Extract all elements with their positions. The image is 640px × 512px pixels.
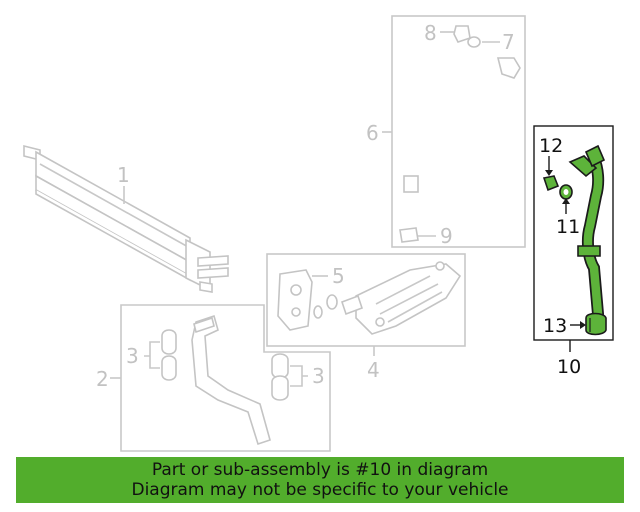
- callout-3a: 3: [126, 344, 139, 368]
- callout-6: 6: [366, 121, 379, 145]
- callout-5: 5: [332, 264, 345, 288]
- callout-11: 11: [556, 216, 580, 238]
- callout-8: 8: [424, 21, 437, 45]
- callout-13: 13: [543, 315, 567, 337]
- arrow-12: [545, 170, 553, 176]
- part-6-tube[interactable]: [403, 57, 521, 222]
- part-7-seal[interactable]: [467, 36, 481, 48]
- part-4-housing[interactable]: [340, 261, 462, 335]
- callout-7: 7: [502, 30, 515, 54]
- arrow-13: [580, 321, 586, 329]
- callout-2: 2: [96, 367, 109, 391]
- banner-line-1: Part or sub-assembly is #10 in diagram: [151, 460, 489, 480]
- arrow-11: [562, 198, 570, 204]
- part-12-nut[interactable]: [542, 175, 560, 192]
- part-3-clamps-right[interactable]: [271, 353, 289, 401]
- group-box-10: [533, 125, 614, 341]
- part-10-hose-highlight[interactable]: [568, 144, 606, 320]
- part-13-clamp[interactable]: [585, 312, 607, 336]
- part-8-nut[interactable]: [453, 25, 471, 43]
- part-9-clamp[interactable]: [399, 227, 419, 243]
- part-3-clamps-left[interactable]: [161, 329, 177, 381]
- banner-line-2: Diagram may not be specific to your vehi…: [131, 480, 509, 500]
- info-banner: Part or sub-assembly is #10 in diagram D…: [16, 457, 624, 503]
- leader-bracket-3a: [144, 341, 160, 369]
- callout-10: 10: [557, 356, 581, 378]
- part-1-cooler[interactable]: [23, 144, 229, 293]
- callout-12: 12: [539, 135, 563, 157]
- callout-9: 9: [440, 224, 453, 248]
- part-2-hose[interactable]: [191, 314, 271, 446]
- callout-3b: 3: [312, 364, 325, 388]
- part-11-seal[interactable]: [559, 184, 573, 200]
- callout-1: 1: [117, 163, 130, 187]
- group-box-4: [266, 253, 466, 347]
- callout-4: 4: [367, 358, 380, 382]
- leader-bracket-3b: [290, 365, 308, 387]
- group-box-2: [120, 304, 331, 452]
- part-5-fitting[interactable]: [277, 269, 338, 331]
